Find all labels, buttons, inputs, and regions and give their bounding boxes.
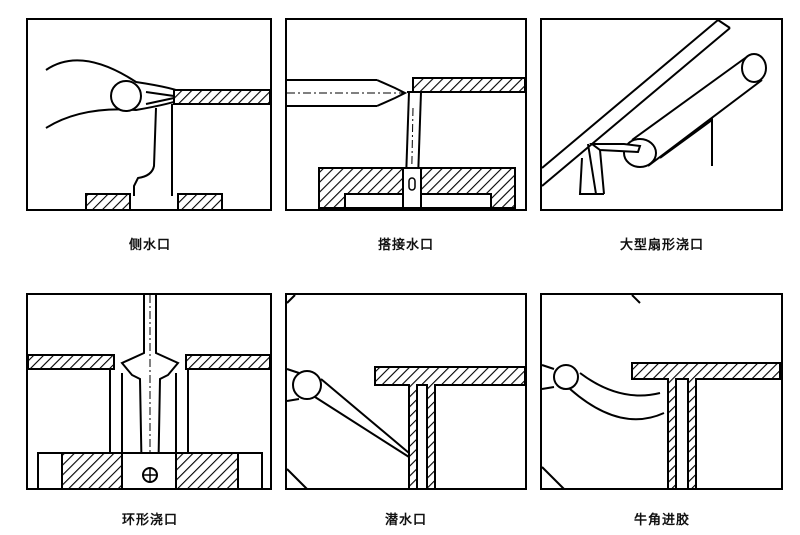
part-section — [173, 89, 271, 105]
diagram-overlap-gate — [285, 18, 527, 211]
runner-section — [623, 138, 657, 168]
caption-submarine-gate: 潜水口 — [384, 513, 427, 528]
diagram-side-gate — [26, 18, 272, 211]
part-section — [412, 77, 526, 93]
caption-horn-gate: 牛角进胶 — [633, 513, 690, 528]
diagram-ring-gate — [26, 293, 272, 490]
caption-side-gate: 侧水口 — [128, 238, 171, 253]
runner-section — [553, 364, 579, 390]
diagram-submarine-gate — [285, 293, 527, 490]
caption-ring-gate: 环形浇口 — [121, 513, 178, 528]
runner-section — [292, 370, 322, 400]
runner-section — [110, 80, 142, 112]
caption-large-fan-gate: 大型扇形浇口 — [619, 238, 704, 253]
diagram-horn-gate — [540, 293, 783, 490]
diagram-large-fan-gate — [540, 18, 783, 211]
caption-overlap-gate: 搭接水口 — [377, 238, 434, 253]
